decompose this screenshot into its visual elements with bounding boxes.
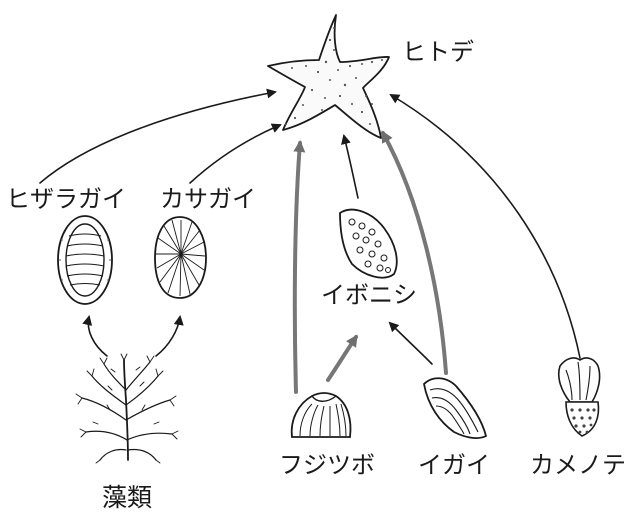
arrow-mussel-to-whelk <box>388 321 433 365</box>
mussel-drawing <box>423 377 488 439</box>
arrow-barnacle-to-whelk <box>326 334 358 382</box>
arrows <box>39 88 581 394</box>
label-algae: 藻類 <box>102 483 153 512</box>
arrow-chiton-to-starfish <box>39 88 277 184</box>
arrow-whelk-to-starfish <box>341 134 359 199</box>
arrow-mussel-to-starfish <box>381 130 448 375</box>
barnacle-drawing <box>290 392 352 438</box>
label-chiton: ヒザラガイ <box>6 185 126 213</box>
arrow-gooseneck-to-starfish <box>389 93 581 359</box>
limpet-drawing <box>154 216 207 299</box>
label-gooseneck: カメノテ <box>530 451 626 479</box>
arrow-algae-to-limpet <box>155 315 184 357</box>
gooseneck-drawing <box>557 357 601 437</box>
label-limpet: カサガイ <box>160 185 256 213</box>
label-starfish: ヒトデ <box>402 38 474 66</box>
whelk-drawing <box>339 208 398 279</box>
algae-drawing <box>75 353 179 464</box>
arrow-barnacle-to-starfish <box>292 140 306 394</box>
arrow-limpet-to-starfish <box>189 123 282 184</box>
arrow-algae-to-chiton <box>82 315 108 357</box>
label-whelk: イボニシ <box>321 281 417 309</box>
label-barnacle: フジツボ <box>279 451 375 479</box>
label-mussel: イガイ <box>418 451 490 479</box>
starfish-drawing <box>267 14 390 139</box>
chiton-drawing <box>57 215 113 305</box>
